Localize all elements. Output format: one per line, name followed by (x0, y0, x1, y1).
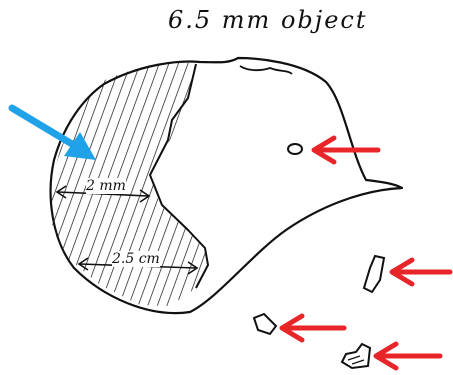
fragment-bottom (342, 344, 370, 368)
red-pointer-arrow-2 (392, 260, 450, 284)
fragment-oval (288, 144, 302, 154)
red-pointer-arrow-1 (314, 138, 378, 162)
fragment-small (254, 314, 276, 334)
measurement-label-2mm: 2 mm (86, 178, 126, 194)
measurement-label-2-5cm: 2.5 cm (112, 251, 160, 267)
red-pointer-arrow-4 (376, 344, 440, 368)
red-pointer-arrow-3 (282, 316, 344, 340)
fragment-tall (364, 256, 384, 292)
hatched-region (40, 55, 220, 315)
